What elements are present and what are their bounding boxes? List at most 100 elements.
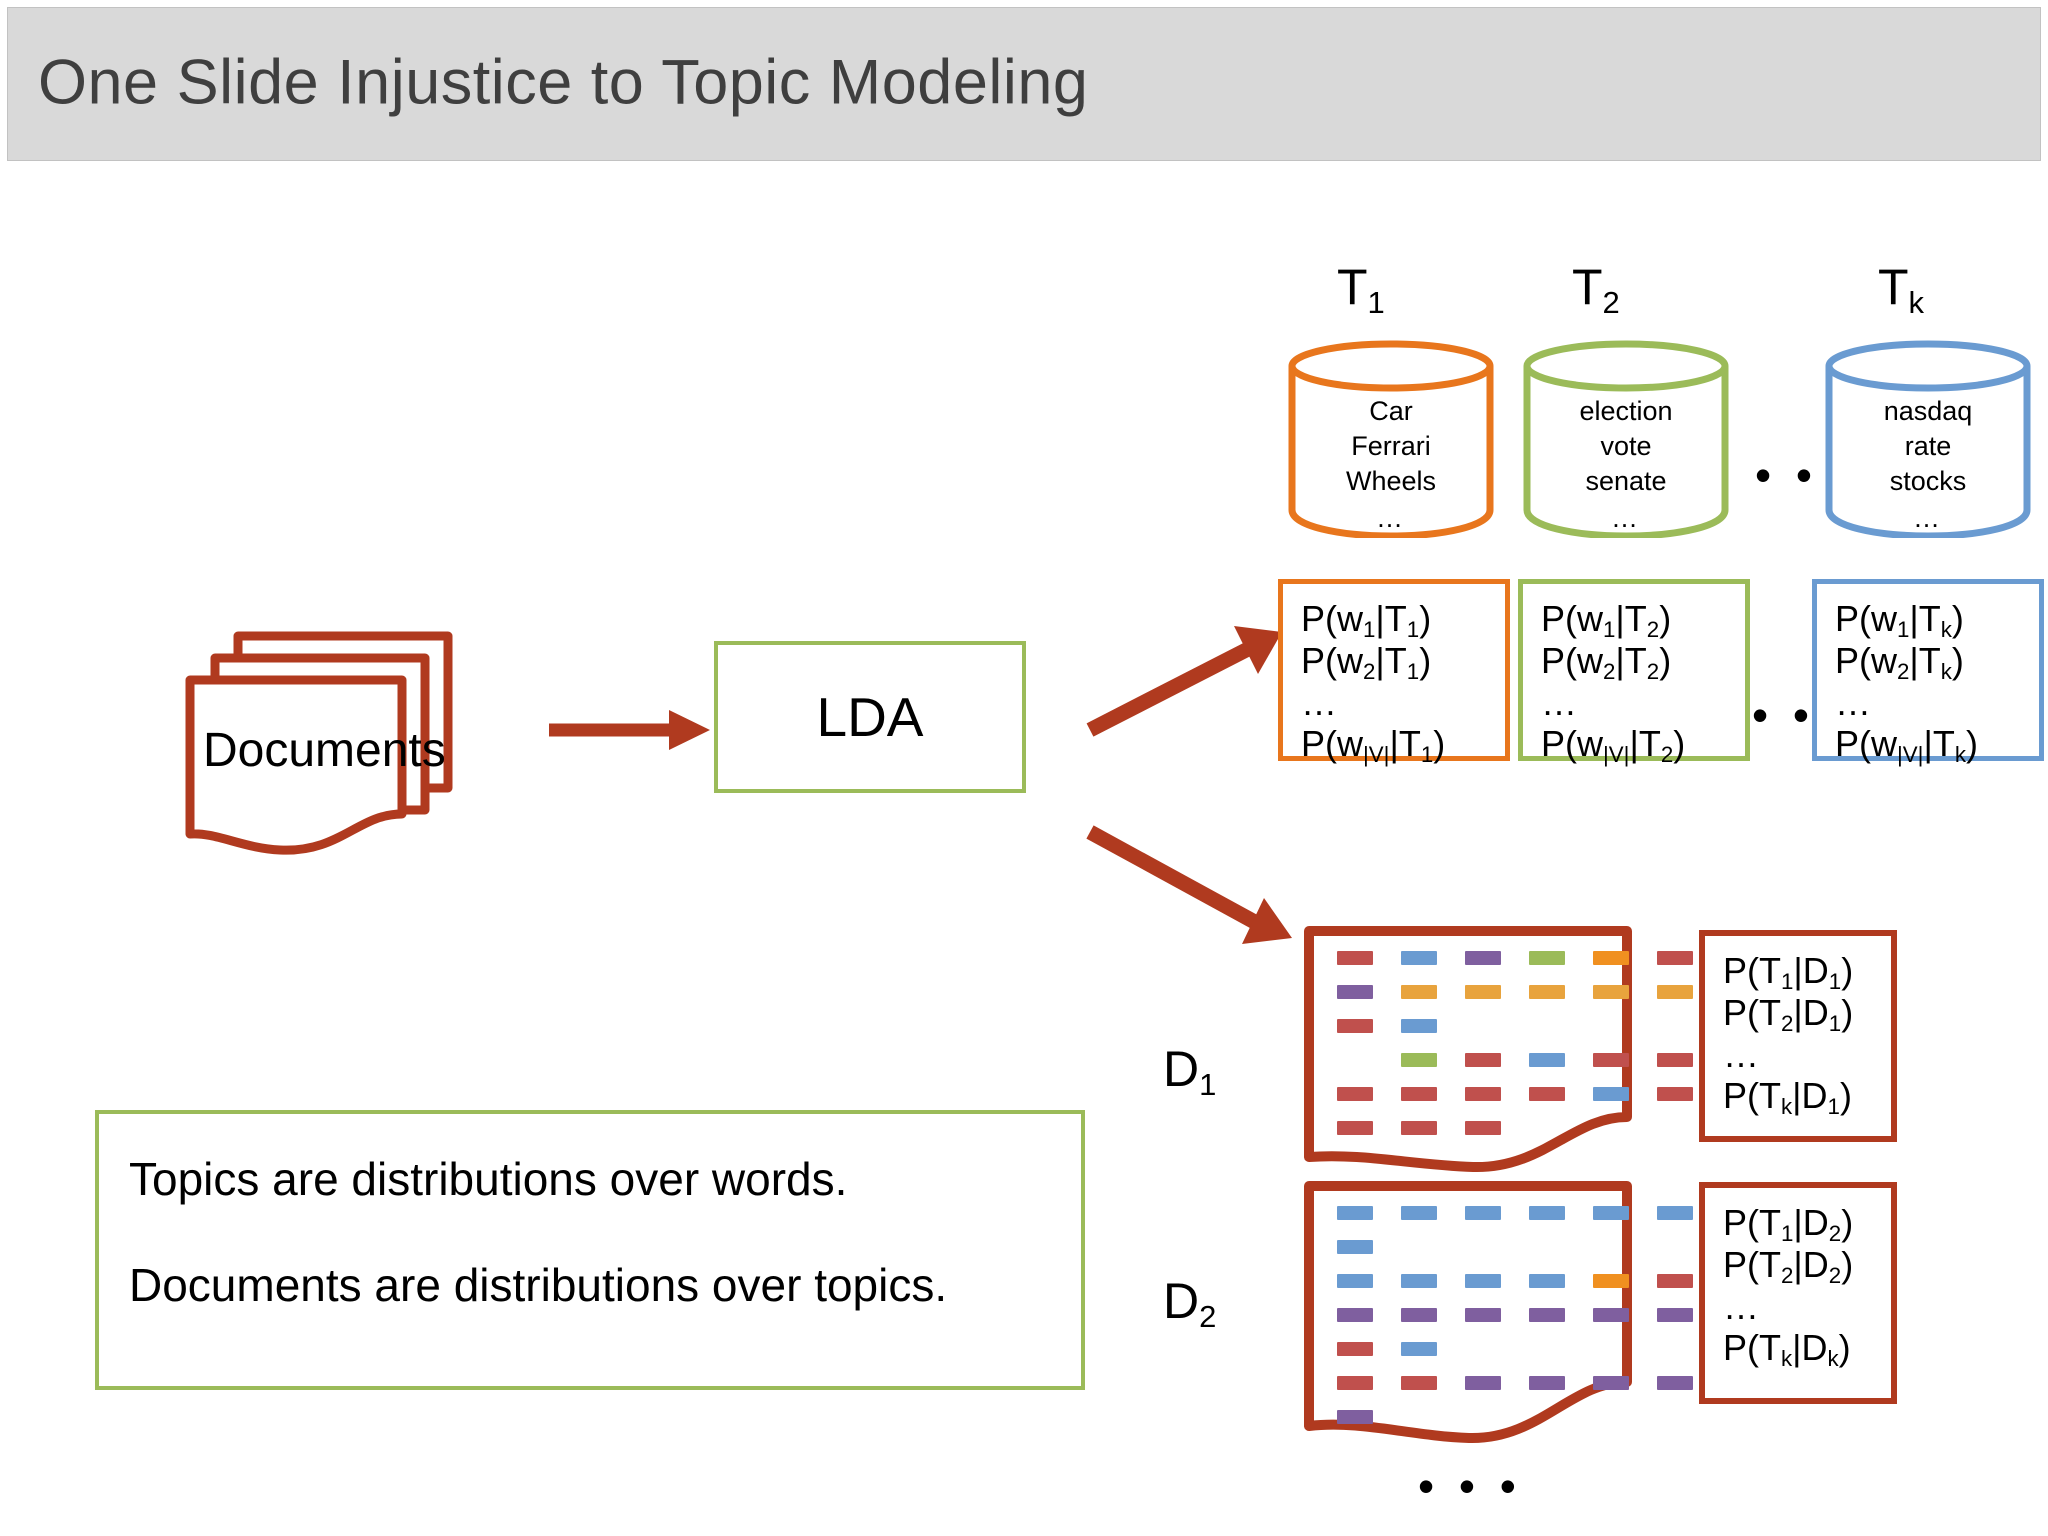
document-panel-2	[1303, 1180, 1821, 1455]
word-dash	[1337, 1121, 1373, 1135]
prob-line: P(w|V||T1)	[1301, 723, 1446, 768]
document-1-dashes	[1337, 951, 1821, 1155]
topic-words-2: election vote senate …	[1520, 394, 1732, 536]
word-dash	[1529, 1053, 1565, 1067]
word-dash	[1465, 1308, 1501, 1322]
prob-line: P(w|V||Tk)	[1835, 723, 1978, 768]
word-dash	[1657, 1206, 1693, 1220]
topic-words-ellipsis: …	[1913, 503, 1943, 534]
word-dash-row	[1337, 1019, 1615, 1053]
word-dash	[1657, 951, 1693, 965]
word-dash	[1337, 1206, 1373, 1220]
word-dash	[1465, 1274, 1501, 1288]
word-dash	[1337, 1342, 1373, 1356]
word-dash	[1337, 1240, 1373, 1254]
word-dash	[1465, 1087, 1501, 1101]
word-dash	[1529, 1308, 1565, 1322]
word-dash	[1593, 1053, 1629, 1067]
word-dash	[1401, 1308, 1437, 1322]
document-label-1: D1	[1163, 1041, 1217, 1103]
word-dash-row	[1337, 1274, 1821, 1308]
documents-stack-icon	[185, 631, 453, 855]
topic-prob-box-doc-2: P(T1|D2) P(T2|D2) … P(Tk|Dk)	[1699, 1182, 1897, 1404]
prob-line: P(w2|Tk)	[1835, 639, 1964, 684]
word-dash-row	[1337, 1206, 1821, 1240]
word-dash	[1529, 1206, 1565, 1220]
word-dash-row	[1337, 1342, 1615, 1376]
topic-word: Ferrari	[1351, 431, 1431, 462]
word-dash-row	[1337, 1376, 1821, 1410]
topic-word: rate	[1904, 431, 1952, 462]
slide-title-banner: One Slide Injustice to Topic Modeling	[7, 7, 2041, 161]
word-dash	[1337, 1376, 1373, 1390]
word-dash	[1337, 1053, 1373, 1067]
document-panel-1	[1303, 925, 1821, 1175]
document-2-dashes	[1337, 1206, 1821, 1444]
topic-label-2: T2	[1572, 259, 1620, 321]
word-dash	[1401, 1342, 1437, 1356]
caption-line-2: Documents are distributions over topics.	[129, 1259, 948, 1311]
word-dash-row	[1337, 951, 1821, 985]
word-dash-row	[1337, 1410, 1615, 1444]
word-dash	[1657, 1308, 1693, 1322]
word-prob-box-topic-2: P(w1|T2) P(w2|T2) … P(w|V||T2)	[1518, 579, 1750, 767]
document-label-2: D2	[1163, 1273, 1217, 1335]
word-dash	[1529, 1087, 1565, 1101]
caption-box: Topics are distributions over words. Doc…	[95, 1110, 1085, 1390]
word-dash	[1529, 951, 1565, 965]
word-dash	[1657, 1376, 1693, 1390]
word-dash	[1337, 951, 1373, 965]
arrow-lda-to-topics	[1082, 620, 1302, 745]
word-dash	[1401, 951, 1437, 965]
word-prob-box-topic-1: P(w1|T1) P(w2|T1) … P(w|V||T1)	[1278, 579, 1510, 767]
prob-line: P(w1|T1)	[1301, 598, 1432, 643]
word-dash	[1337, 1274, 1373, 1288]
topic-word: senate	[1585, 466, 1667, 497]
word-dash	[1401, 985, 1437, 999]
word-dash	[1337, 1410, 1373, 1424]
prob-line: P(w2|T1)	[1301, 639, 1432, 684]
prob-line: P(T2|D2)	[1723, 1243, 1854, 1288]
documents-trailing-ellipsis: • • •	[1418, 1460, 1522, 1512]
word-dash	[1401, 1121, 1437, 1135]
word-dash-row	[1337, 985, 1821, 1019]
prob-line: P(w|V||T2)	[1541, 723, 1686, 768]
word-dash-row	[1337, 1308, 1821, 1342]
topic-cylinder-k: nasdaq rate stocks …	[1822, 338, 2034, 540]
lda-box: LDA	[714, 641, 1026, 793]
word-dash	[1529, 1274, 1565, 1288]
word-dash	[1593, 985, 1629, 999]
cylinder-icon	[1523, 340, 1729, 540]
word-dash-row	[1337, 1240, 1615, 1274]
topic-word: election	[1579, 396, 1673, 426]
word-dash	[1401, 1274, 1437, 1288]
topic-word: Wheels	[1345, 466, 1437, 497]
cylinder-icon	[1825, 340, 2031, 540]
word-dash	[1465, 1053, 1501, 1067]
topic-prob-box-doc-1: P(T1|D1) P(T2|D1) … P(Tk|D1)	[1699, 930, 1897, 1142]
word-dash	[1593, 1376, 1629, 1390]
prob-line: P(w1|Tk)	[1835, 598, 1964, 643]
lda-label: LDA	[816, 686, 924, 748]
topic-word: nasdaq	[1883, 396, 1973, 426]
word-dash	[1593, 1206, 1629, 1220]
topic-cylinder-1: Car Ferrari Wheels …	[1285, 338, 1497, 540]
word-dash	[1593, 1087, 1629, 1101]
word-dash	[1529, 1376, 1565, 1390]
word-dash	[1465, 951, 1501, 965]
caption-line-1: Topics are distributions over words.	[129, 1153, 848, 1205]
prob-ellipsis: …	[1723, 1033, 1763, 1075]
word-dash	[1401, 1376, 1437, 1390]
word-dash	[1465, 1206, 1501, 1220]
prob-ellipsis: …	[1301, 681, 1341, 723]
word-dash-row	[1337, 1121, 1615, 1155]
prob-line: P(T2|D1)	[1723, 991, 1854, 1036]
prob-line: P(T1|D2)	[1723, 1202, 1854, 1247]
word-dash	[1593, 1274, 1629, 1288]
topic-words-ellipsis: …	[1611, 503, 1641, 534]
prob-ellipsis: …	[1723, 1285, 1763, 1327]
arrow-lda-to-documents	[1082, 820, 1322, 955]
topic-word: Car	[1369, 396, 1413, 426]
prob-ellipsis: …	[1835, 681, 1875, 723]
cylinder-icon	[1288, 340, 1494, 540]
